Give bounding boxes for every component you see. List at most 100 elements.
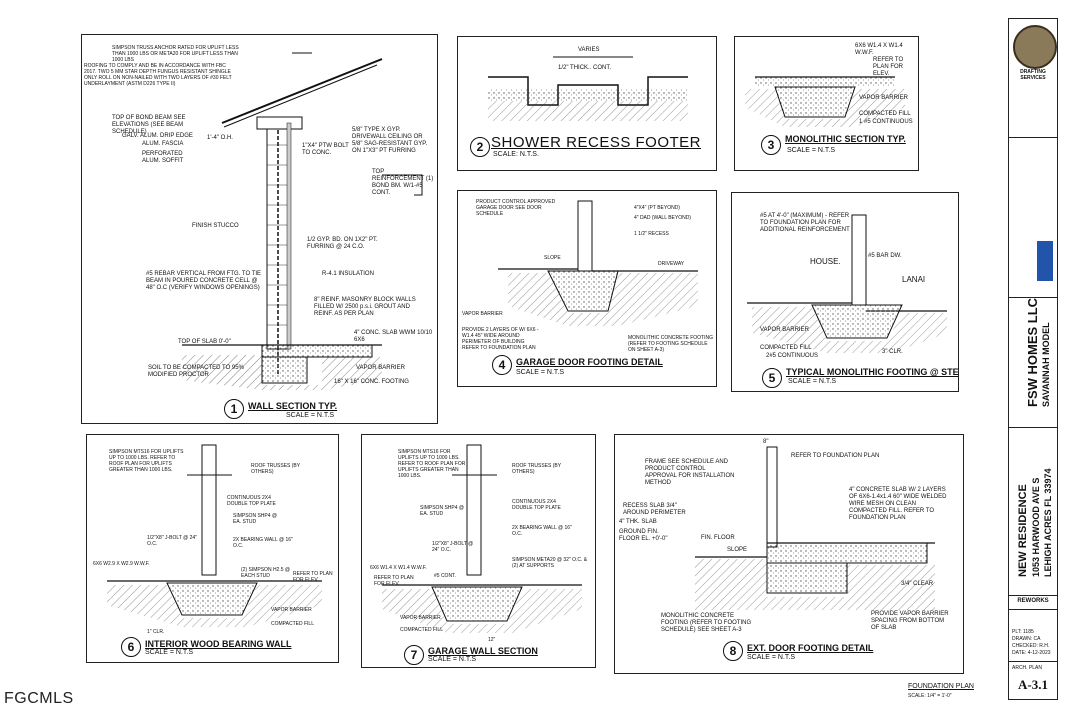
info-line-1: PLT: 1185 [1012, 629, 1034, 635]
title-block-project-area: NEW RESIDENCE 1053 HARWOOD AVE S LEHIGH … [1009, 427, 1057, 596]
detail-6-note-shp4: SIMPSON SHP4 @ EA. STUD [233, 513, 277, 525]
detail-4-note-footing: MONOLITHIC CONCRETE FOOTING (REFER TO FO… [628, 335, 713, 353]
detail-6-title: INTERIOR WOOD BEARING WALL [145, 639, 292, 649]
detail-1-note-truss-anchor: SIMPSON TRUSS ANCHOR RATED FOR UPLIFT LE… [112, 45, 239, 63]
detail-8-note-refer-plan: REFER TO FOUNDATION PLAN [791, 453, 880, 459]
detail-3-number: 3 [761, 135, 781, 155]
detail-1-note-conc-footing: 16" X 16" CONC. FOOTING [334, 379, 409, 385]
detail-8-scale: SCALE = N.T.S [747, 654, 796, 661]
detail-6-scale: SCALE = N.T.S [145, 649, 194, 656]
detail-2-note-varies: VARIES [578, 47, 600, 53]
detail-7-note-top-plate: CONTINUOUS 2X4 DOUBLE TOP PLATE [512, 499, 561, 511]
detail-1-note-vapor-barrier: VAPOR BARRIER [356, 365, 405, 371]
detail-5-note-continuous: 2#5 CONTINUOUS [766, 353, 819, 359]
detail-6-note-jbolt: 1/2"X8" J-BOLT @ 24" O.C. [147, 535, 197, 547]
detail-3-note-continuous: 1 #5 CONTINUOUS [859, 119, 913, 125]
title-block: DRAFTING SERVICES FSW HOMES LLC SAVANNAH… [1008, 18, 1058, 700]
detail-4-garage-door-footing: PRODUCT CONTROL APPROVED GARAGE DOOR SEE… [457, 190, 717, 387]
detail-5-scale: SCALE = N.T.S [788, 378, 837, 385]
detail-6-note-h25: (2) SIMPSON H2.5 @ EACH STUD [241, 567, 290, 579]
detail-6-note-vapor: VAPOR BARRIER [271, 607, 312, 613]
brand-mark: FGCMLS [4, 690, 74, 707]
detail-1-note-soil-compaction: SOIL TO BE COMPACTED TO 95% MODIFIED PRO… [148, 365, 244, 378]
detail-5-note-vapor: VAPOR BARRIER [760, 327, 809, 333]
detail-5-note-bar: #5 BAR DW. [868, 253, 902, 259]
detail-7-drawing [382, 444, 582, 633]
detail-7-note-wwf: 6X6 W1.4 X W1.4 W.W.F. [370, 565, 427, 571]
detail-4-note-post: 4"X4" (PT BEYOND) [634, 205, 680, 211]
model-name: SAVANNAH MODEL [1041, 322, 1051, 407]
detail-1-title: WALL SECTION TYP. [248, 401, 338, 411]
detail-7-note-shp4: SIMPSON SHP4 @ EA. STUD [420, 505, 464, 517]
detail-1-note-soffit: PERFORATED ALUM. SOFFIT [142, 151, 184, 164]
detail-8-drawing [695, 446, 935, 610]
detail-8-note-frame: FRAME SEE SCHEDULE AND PRODUCT CONTROL A… [645, 459, 735, 486]
detail-1-note-drip-edge: GALV. ALUM. DRIP EDGE [122, 133, 193, 139]
title-block-engineer-area [1009, 137, 1057, 298]
info-line-4: DATE: 4-12-2023 [1012, 650, 1051, 656]
detail-3-drawing [745, 76, 905, 127]
detail-6-interior-wood-wall: SIMPSON MTS16 FOR UPLIFTS UP TO 1000 LBS… [86, 434, 339, 663]
detail-7-number: 7 [404, 645, 424, 665]
detail-4-note-mesh: PROVIDE 2 LAYERS OF W/ 6X6 - W1.4 45" WI… [462, 327, 539, 351]
detail-1-note-top-of-slab: TOP OF SLAB 0'-0" [178, 339, 231, 345]
detail-6-note-refer-plan: REFER TO PLAN FOR ELEV. [293, 571, 333, 583]
detail-5-label-lanai: LANAI [902, 275, 926, 284]
detail-8-note-footing: MONOLITHIC CONCRETE FOOTING (REFER TO FO… [661, 613, 752, 633]
detail-4-note-recess: 1 1/2" RECESS [634, 231, 669, 237]
detail-8-note-ground-floor: GROUND FIN. FLOOR EL. +0'-0" [619, 529, 668, 542]
detail-1-note-finish-stucco: FINISH STUCCO [192, 223, 239, 229]
detail-3-note-fill: COMPACTED FILL [859, 111, 911, 117]
detail-6-drawing [107, 444, 322, 627]
detail-1-number: 1 [224, 399, 244, 419]
info-line-2: DRAWN: CA [1012, 636, 1041, 642]
detail-4-title: GARAGE DOOR FOOTING DETAIL [516, 357, 663, 367]
sheet-title: FOUNDATION PLAN [908, 683, 974, 690]
title-block-sheet: ARCH. PLAN A-3.1 [1009, 661, 1057, 699]
detail-7-note-dim: 12" [488, 637, 496, 643]
detail-2-drawing [488, 56, 688, 121]
detail-8-note-vapor: PROVIDE VAPOR BARRIER SPACING FROM BOTTO… [871, 611, 949, 631]
detail-1-wall-section: SIMPSON TRUSS ANCHOR RATED FOR UPLIFT LE… [81, 34, 438, 424]
project-address-1: 1053 HARWOOD AVE S [1031, 477, 1041, 577]
detail-6-note-mts16: SIMPSON MTS16 FOR UPLIFTS UP TO 1000 LBS… [109, 449, 184, 473]
detail-4-note-garage-door: PRODUCT CONTROL APPROVED GARAGE DOOR SEE… [476, 199, 556, 217]
detail-7-note-jbolt: 1/2"X8" J-BOLT @ 24" O.C. [432, 541, 474, 553]
detail-1-drawing [182, 52, 423, 390]
detail-7-note-mts16: SIMPSON MTS16 FOR UPLIFTS UP TO 1000 LBS… [398, 449, 466, 479]
detail-1-note-rebar-vertical: #5 REBAR VERTICAL FROM FTG. TO TIE BEAM … [146, 271, 262, 291]
detail-3-scale: SCALE = N.T.S [787, 147, 836, 154]
detail-7-note-refer-plan: REFER TO PLAN FOR ELEV. [374, 575, 414, 587]
detail-1-note-gypsum-ceiling: 5/8" TYPE X GYP. DRIVEWALL CEILING OR 5/… [352, 127, 428, 154]
detail-7-scale: SCALE = N.T.S [428, 656, 477, 663]
detail-8-note-recess: RECESS SLAB 3/4" AROUND PERIMETER [623, 503, 686, 516]
project-address-2: LEHIGH ACRES FL 33974 [1043, 468, 1053, 577]
detail-8-number: 8 [723, 641, 743, 661]
detail-1-note-masonry: 8" REINF. MASONRY BLOCK WALLS FILLED W/ … [314, 297, 416, 317]
detail-2-scale: SCALE: N.T.S. [493, 151, 539, 158]
detail-4-drawing [498, 200, 698, 326]
detail-7-note-bearing-wall: 2X BEARING WALL @ 16" O.C. [512, 525, 572, 537]
detail-2-number: 2 [470, 137, 490, 157]
detail-4-note-wall: 4" DAD (WALL BEYOND) [634, 215, 691, 221]
detail-7-title: GARAGE WALL SECTION [428, 646, 538, 656]
detail-5-title: TYPICAL MONOLITHIC FOOTING @ STEP [786, 367, 959, 377]
detail-8-title: EXT. DOOR FOOTING DETAIL [747, 643, 874, 653]
reworks-label: REWORKS [1017, 598, 1049, 604]
detail-3-note-wwf: 6X6 W1.4 X W1.4 W.W.F. [855, 43, 903, 56]
detail-3-note-refer-plan: REFER TO PLAN FOR ELEV. [873, 57, 904, 77]
detail-5-note-clear: 3" CLR. [882, 349, 903, 355]
project-name: NEW RESIDENCE [1017, 484, 1029, 577]
detail-6-note-top-plate: CONTINUOUS 2X4 DOUBLE TOP PLATE [227, 495, 276, 507]
detail-8-note-clear: 3/4" CLEAR [901, 581, 934, 587]
detail-8-note-slope: SLOPE [727, 547, 748, 553]
detail-2-note-thick-cont: 1/2" THICK.. CONT. [558, 65, 612, 71]
detail-1-note-gyp-furring: 1/2 GYP. BD. ON 1X2" PT. FURRING @ 24 C.… [307, 237, 378, 250]
detail-6-note-clear: 1" CLR. [147, 629, 165, 635]
detail-8-ext-door-footing: FRAME SEE SCHEDULE AND PRODUCT CONTROL A… [614, 434, 964, 674]
detail-1-note-ptw-bolt: 1"X4" PTW BOLT TO CONC. [302, 143, 349, 156]
sheet-id: A-3.1 [1018, 677, 1048, 692]
detail-4-note-vapor: VAPOR BARRIER [462, 311, 503, 317]
detail-1-note-insulation: R-4.1 INSULATION [322, 271, 374, 277]
detail-4-number: 4 [492, 355, 512, 375]
